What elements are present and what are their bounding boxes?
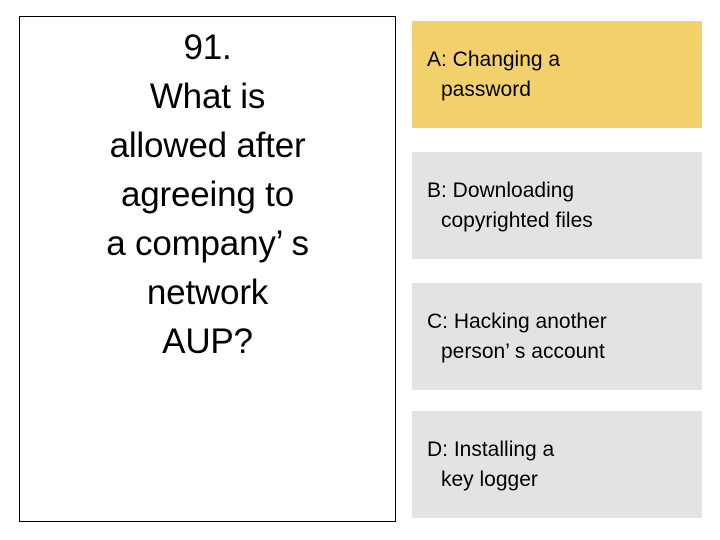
answer-option-b-label: B: Downloading copyrighted files xyxy=(427,178,593,232)
answer-options-list: A: Changing a password B: Downloading co… xyxy=(412,21,702,518)
question-text: 91. What is allowed after agreeing to a … xyxy=(106,28,309,361)
answer-option-c[interactable]: C: Hacking another person’ s account xyxy=(412,283,702,390)
answer-option-c-label: C: Hacking another person’ s account xyxy=(427,309,607,363)
answer-option-b[interactable]: B: Downloading copyrighted files xyxy=(412,152,702,259)
answer-option-a-label: A: Changing a password xyxy=(427,47,561,101)
question-panel: 91. What is allowed after agreeing to a … xyxy=(19,16,396,522)
answer-option-a[interactable]: A: Changing a password xyxy=(412,21,702,128)
answer-option-d[interactable]: D: Installing a key logger xyxy=(412,411,702,518)
answer-option-d-label: D: Installing a key logger xyxy=(427,437,555,491)
